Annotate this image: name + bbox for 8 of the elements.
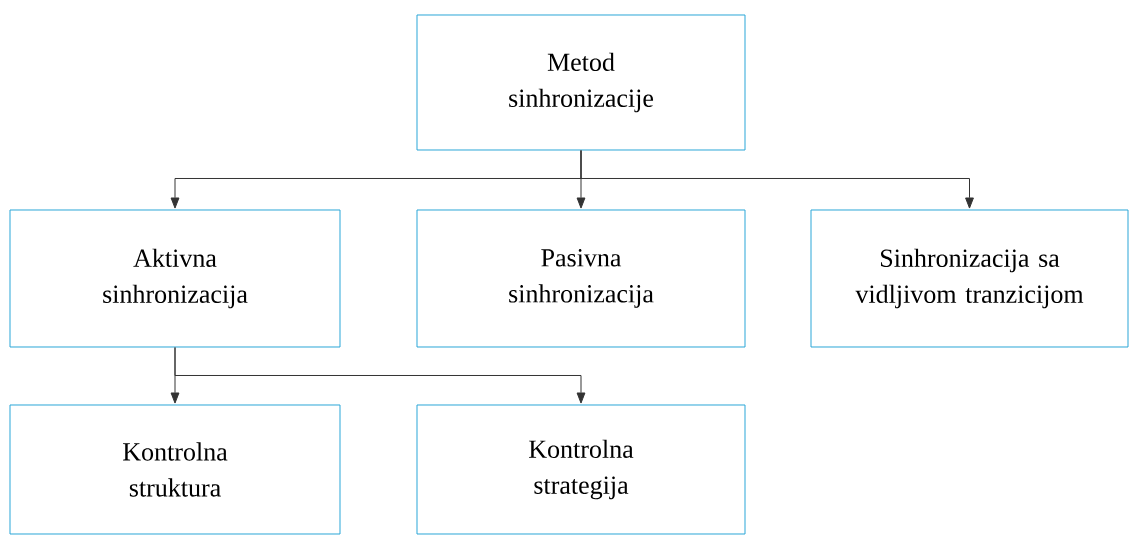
box: Pasivna sinhronizacija — [416, 209, 746, 348]
arrow — [174, 347, 586, 404]
box: Aktivna sinhronizacija — [9, 209, 341, 348]
box: Metod sinhronizacije — [416, 14, 746, 151]
arrow — [580, 150, 974, 209]
box: Kontrolna strategija — [416, 404, 746, 535]
box: Sinhronizacija sa vidljivom tranzicijom — [810, 209, 1129, 348]
box: Kontrolna struktura — [9, 404, 341, 535]
